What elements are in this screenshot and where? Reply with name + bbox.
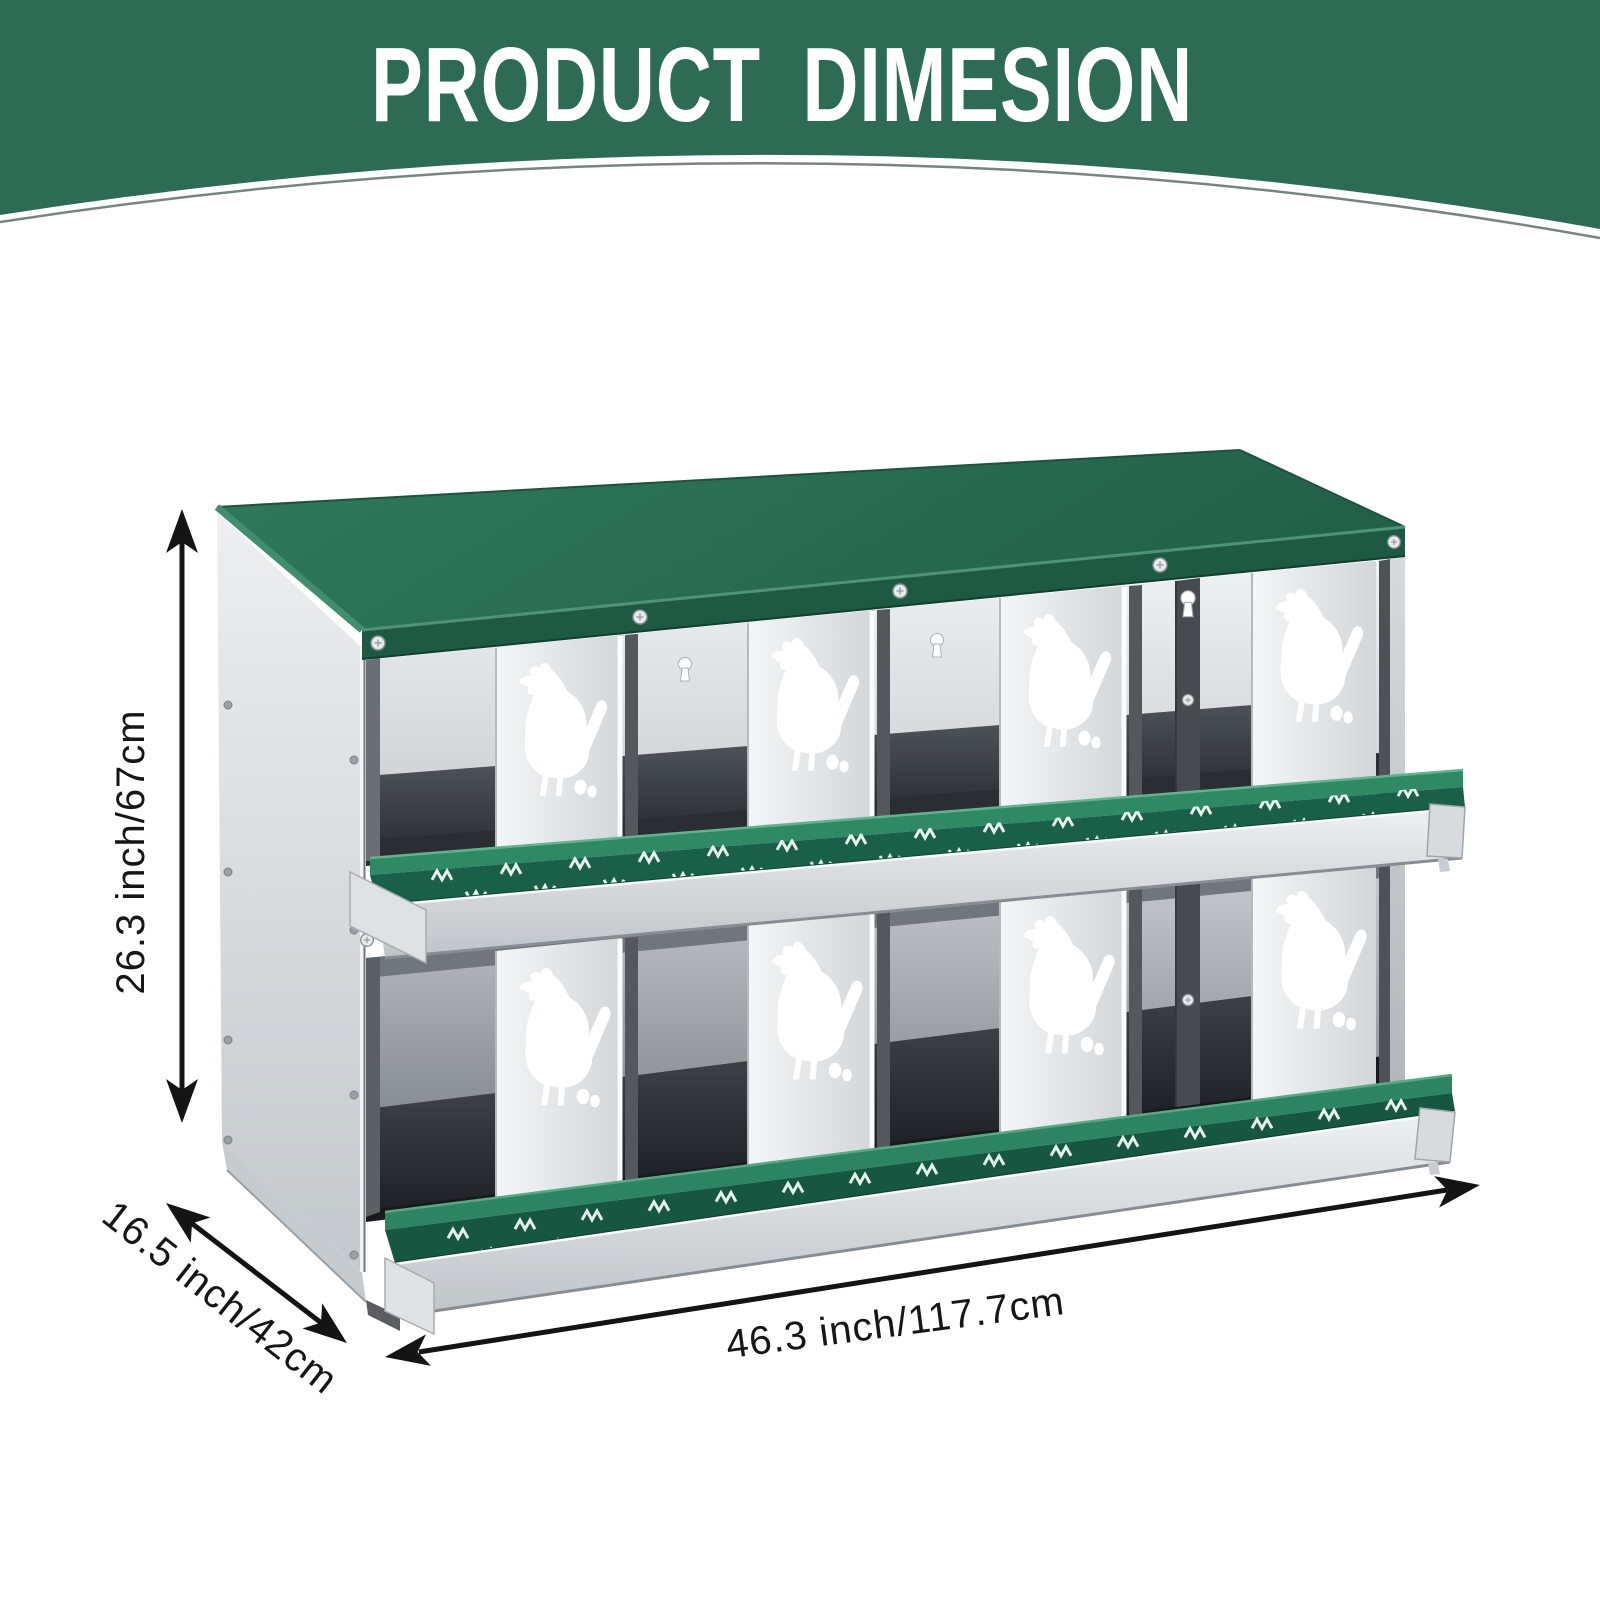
roof [214, 449, 1406, 660]
tray-left-bracket [349, 870, 427, 965]
roof-fascia [362, 527, 1405, 659]
tray-front-rail [395, 1112, 1455, 1316]
nest-floor [366, 1093, 496, 1210]
height-dimension-arrow: 26.3 inch/67cm [109, 509, 198, 1123]
nesting-box-illustration [214, 449, 1466, 1336]
rivet-icon [223, 1135, 233, 1145]
base-plinth [222, 1142, 366, 1302]
rivet-icon [223, 700, 233, 710]
tray-end-cap [1414, 1107, 1456, 1163]
panel-rivets [223, 700, 359, 1260]
screw-icon [892, 583, 908, 599]
nest-row-2-dividers [495, 861, 1376, 1208]
tray-surface [370, 787, 1465, 905]
height-dimension-label: 26.3 inch/67cm [109, 709, 153, 994]
rivet-icon [349, 755, 359, 765]
tray-left-bracket [384, 1256, 435, 1336]
nest-floor [874, 1028, 1000, 1145]
rivet-icon [349, 1250, 359, 1260]
header-banner: PRODUCT DIMESION [0, 0, 1600, 240]
rivet-icon [349, 1090, 359, 1100]
tray-hook-tab [1428, 1162, 1440, 1175]
rivet-icon [223, 867, 233, 877]
left-side-panel [217, 512, 367, 1303]
screw-icon [632, 609, 648, 625]
egg-tray-middle [349, 768, 1466, 965]
header-arc-line [0, 162, 1600, 240]
rivet-icon [223, 1035, 233, 1045]
nest-floor [622, 746, 748, 820]
screw-icon [1387, 535, 1401, 549]
screw-icon [370, 635, 386, 651]
tray-hook-tab [1438, 858, 1450, 872]
screw-icon [1181, 693, 1195, 707]
keyhole-icon [930, 633, 944, 658]
tray-back-lip [370, 770, 1463, 875]
roof-edge-highlight [214, 504, 365, 633]
keyhole-icon [1180, 590, 1196, 618]
nest-floor [366, 766, 496, 840]
nest-floor [874, 725, 1000, 799]
screw-icon [1152, 557, 1168, 573]
page-title: PRODUCT DIMESION [371, 26, 1193, 144]
keyhole-icon [678, 657, 692, 682]
width-dimension-label: 46.3 inch/117.7cm [723, 1279, 1067, 1367]
egg-tray-bottom [366, 1073, 1456, 1336]
nest-row-1-dividers [495, 561, 1376, 858]
tray-back-lip [385, 1075, 1452, 1230]
screw-icon [1181, 993, 1195, 1007]
roof-top [217, 450, 1405, 630]
tray-front-rail [378, 808, 1465, 958]
header-background [0, 0, 1600, 229]
nest-floor [622, 1061, 748, 1178]
tray-end-cap [1426, 803, 1466, 859]
